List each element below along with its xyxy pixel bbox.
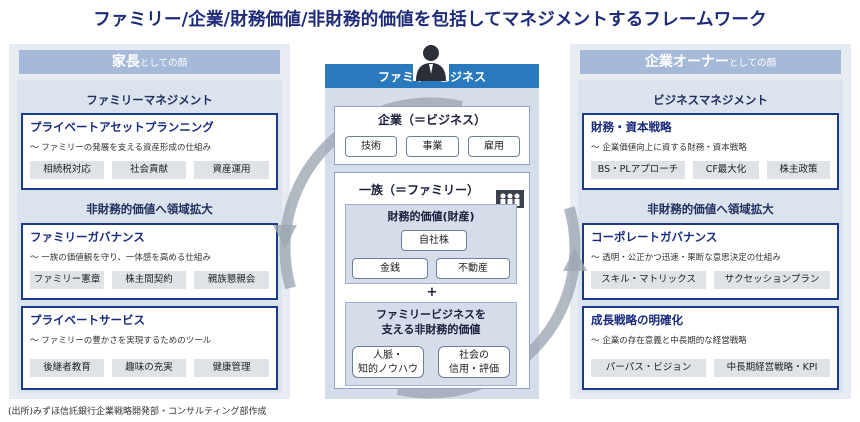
chip: 親族懇親会: [194, 271, 269, 289]
right-card-finance-strategy: 財務・資本戦略 ～ 企業価値向上に資する財務・資本戦略 BS・PLアプローチ C…: [582, 113, 839, 190]
card-title: プライベートサービス: [30, 313, 145, 327]
card-title: 財務・資本戦略: [591, 120, 672, 134]
plus-sign: +: [426, 285, 438, 300]
right-card-corporate-governance: コーポレートガバナンス ～ 透明・公正かつ迅速・果断な意思決定の仕組み スキル・…: [582, 223, 839, 300]
nonfinancial-item-line1: 社会の: [459, 350, 489, 361]
card-title: 成長戦略の明確化: [591, 313, 683, 327]
chip: 後継者教育: [30, 359, 104, 377]
nonfinancial-item: 社会の 信用・評価: [438, 346, 510, 378]
left-card-private-service: プライベートサービス ～ ファミリーの豊かさを実現するためのツール 後継者教育 …: [21, 306, 278, 390]
main-title: ファミリー/企業/財務価値/非財務的価値を包括してマネジメントするフレームワーク: [93, 10, 767, 30]
card-desc: ～ 企業価値向上に資する財務・資本戦略: [591, 143, 747, 153]
nonfinancial-item-line1: 人脈・: [373, 350, 403, 361]
chip: ファミリー憲章: [30, 271, 104, 289]
chip: 株主間契約: [112, 271, 186, 289]
card-desc: ～ ファミリーの発展を支える資産形成の仕組み: [30, 143, 211, 153]
right-header-sub: としての顔: [728, 58, 777, 69]
chip: パーパス・ビジョン: [591, 359, 706, 377]
chip: 中長期経営戦略・KPI: [714, 359, 830, 377]
left-card-family-governance: ファミリーガバナンス ～ 一族の価値観を守り、一体感を高める仕組み ファミリー憲…: [21, 223, 278, 300]
financial-item: 自社株: [401, 230, 467, 251]
chip: BS・PLアプローチ: [591, 161, 685, 179]
chip: CF最大化: [693, 161, 759, 179]
chip: 資産運用: [194, 161, 269, 179]
financial-label: 財務的価値(財産): [387, 210, 475, 223]
left-header-main: 家長: [111, 54, 140, 70]
card-desc: ～ 透明・公正かつ迅速・果断な意思決定の仕組み: [591, 253, 781, 263]
chip: 株主政策: [767, 161, 830, 179]
left-header-bar: 家長としての顔: [19, 50, 280, 74]
chip: 趣味の充実: [112, 359, 186, 377]
card-title: ファミリーガバナンス: [30, 230, 145, 244]
right-section-top: ビジネスマネジメント: [653, 93, 768, 107]
card-desc: ～ 企業の存在意義と中長期的な経営戦略: [591, 336, 747, 346]
family-group-icon: [496, 190, 524, 208]
financial-item: 不動産: [436, 258, 510, 279]
company-item: 事業: [406, 136, 459, 157]
nonfinancial-label-line2: 支える非財務的価値: [381, 323, 481, 336]
company-item: 技術: [345, 136, 397, 157]
left-section-top: ファミリーマネジメント: [86, 93, 213, 107]
left-card-asset-planning: プライベートアセットプランニング ～ ファミリーの発展を支える資産形成の仕組み …: [21, 113, 278, 190]
right-section-mid: 非財務的価値へ領域拡大: [647, 202, 774, 216]
right-header-bar: 企業オーナーとしての顔: [580, 50, 841, 74]
chip: 健康管理: [194, 359, 269, 377]
family-label: 一族（＝ファミリー）: [358, 183, 479, 197]
card-desc: ～ 一族の価値観を守り、一体感を高める仕組み: [30, 253, 211, 263]
chip: サクセッションプラン: [714, 271, 830, 289]
nonfinancial-item-line2: 知的ノウハウ: [358, 364, 418, 375]
nonfinancial-item: 人脈・ 知的ノウハウ: [352, 346, 424, 378]
card-desc: ～ ファミリーの豊かさを実現するためのツール: [30, 336, 212, 346]
chip: 社会貢献: [112, 161, 186, 179]
left-section-mid: 非財務的価値へ領域拡大: [86, 202, 213, 216]
company-item: 雇用: [468, 136, 520, 157]
right-header-main: 企業オーナー: [644, 54, 729, 70]
business-person-icon: [413, 41, 449, 81]
source-note: (出所)みずほ信託銀行企業戦略開発部・コンサルティング部作成: [8, 407, 267, 417]
chip: 相続税対応: [30, 161, 104, 179]
card-title: プライベートアセットプランニング: [30, 120, 214, 134]
financial-item: 金銭: [352, 258, 428, 279]
right-card-growth-strategy: 成長戦略の明確化 ～ 企業の存在意義と中長期的な経営戦略 パーパス・ビジョン 中…: [582, 306, 839, 390]
card-title: コーポレートガバナンス: [591, 230, 718, 244]
nonfinancial-label-line1: ファミリービジネスを: [376, 308, 486, 321]
company-label: 企業（＝ビジネス）: [377, 113, 486, 127]
left-header-sub: としての顔: [139, 58, 188, 69]
chip: スキル・マトリックス: [591, 271, 706, 289]
nonfinancial-item-line2: 信用・評価: [449, 364, 499, 375]
